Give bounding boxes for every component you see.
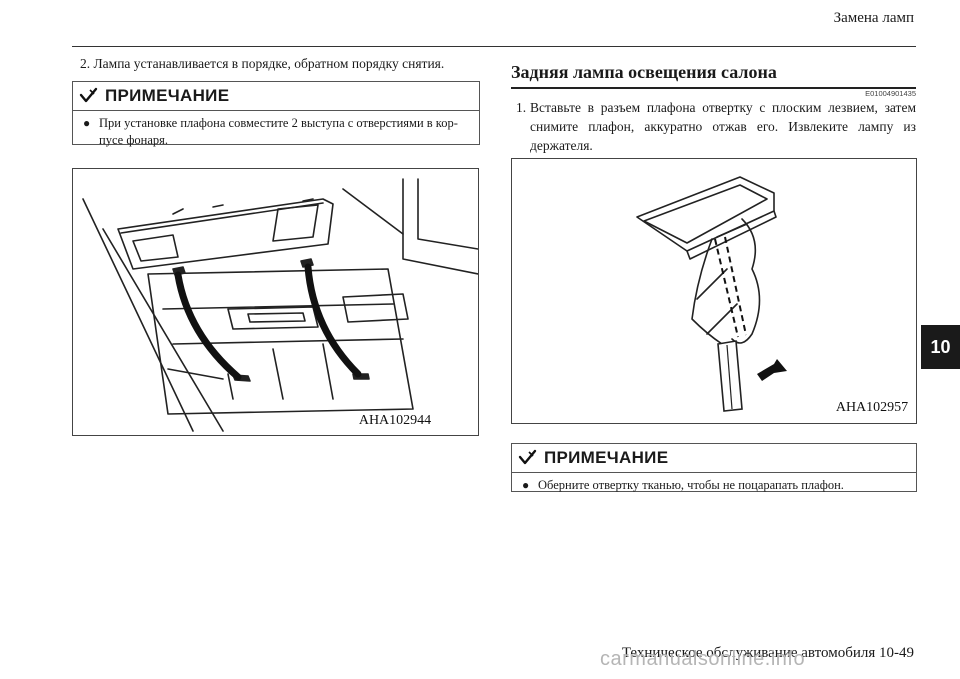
note-body: ● Оберните отвертку тканью, чтобы не поц… (512, 473, 916, 500)
note-header: ПРИМЕЧАНИЕ (73, 82, 479, 111)
note-text: Оберните отвертку тканью, чтобы не поцар… (538, 478, 844, 492)
watermark-text: carmanualsonline.info (600, 648, 806, 670)
note-title: ПРИМЕЧАНИЕ (105, 86, 230, 105)
bullet-icon: ● (522, 478, 530, 492)
section-code: E01004901435 (865, 89, 916, 98)
mirror-lamp-illustration: AHA102944 (82, 178, 478, 432)
step-1-number: 1. (516, 100, 527, 115)
section-title: Задняя лампа освещения салона (511, 62, 777, 82)
figure-screwdriver-removal: AHA102957 (511, 158, 917, 424)
section-header: Задняя лампа освещения салона (511, 53, 916, 89)
bullet-icon: ● (83, 116, 91, 130)
figure-code-right: AHA102957 (836, 400, 908, 415)
figure-rear-mirror-lamp: AHA102944 (72, 168, 479, 436)
note-title: ПРИМЕЧАНИЕ (544, 448, 669, 467)
step-2-text: 2. Лампа устанавливается в порядке, обра… (80, 56, 445, 71)
screwdriver-illustration: AHA102957 (636, 176, 908, 415)
pencil-check-icon (79, 87, 98, 103)
note-header: ПРИМЕЧАНИЕ (512, 444, 916, 473)
chapter-tab: 10 (921, 325, 960, 369)
note-body: ● При установке плафона совместите 2 выс… (73, 111, 479, 155)
page-header-title: Замена ламп (833, 10, 914, 26)
header-divider (72, 46, 916, 47)
note-box-left: ПРИМЕЧАНИЕ ● При установке плафона совме… (72, 81, 480, 147)
step-1-block: 1. Вставьте в разъем плафона отвертку с … (516, 98, 916, 155)
arrow-icon (757, 359, 787, 381)
figure-code-left: AHA102944 (359, 413, 431, 428)
page-footer: Техническое обслуживание автомобиля 10-4… (621, 645, 914, 661)
pencil-check-icon (518, 449, 537, 465)
note-box-right: ПРИМЕЧАНИЕ ● Оберните отвертку тканью, ч… (511, 443, 917, 492)
note-text: При установке плафона совместите 2 высту… (99, 116, 458, 147)
step-1-text: Вставьте в разъем плафона отвертку с пло… (530, 100, 916, 153)
